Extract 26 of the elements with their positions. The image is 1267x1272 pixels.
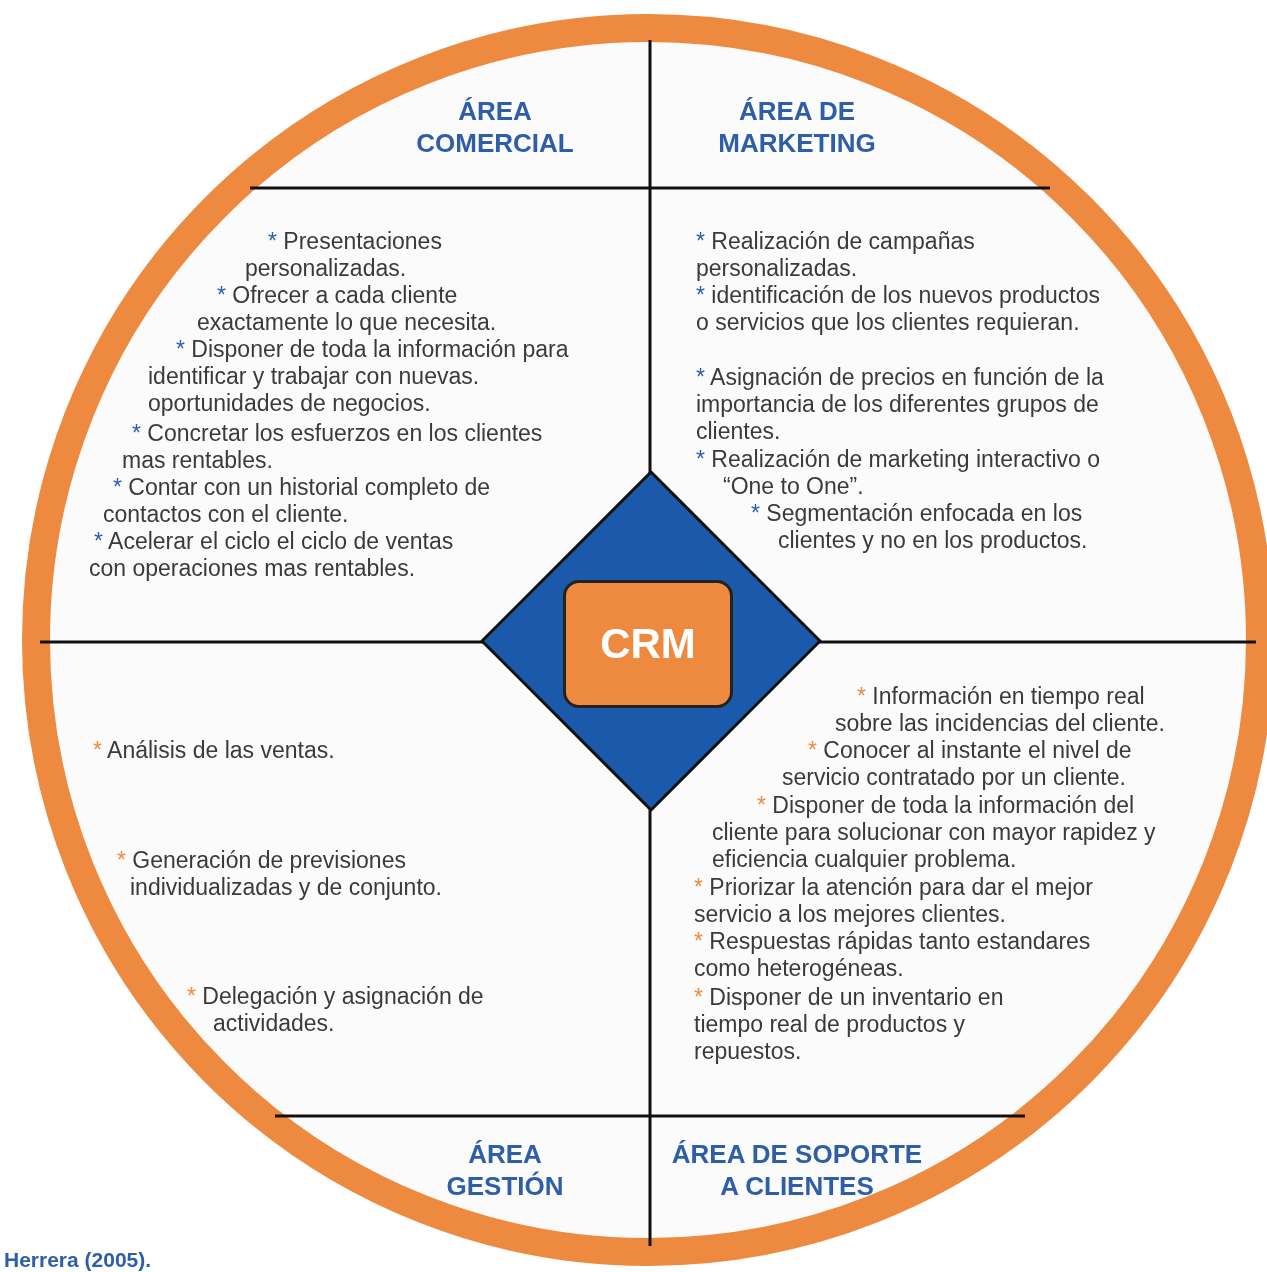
area-heading: ÁREA COMERCIAL: [415, 95, 575, 159]
bullet-text: * Realización de campañas personalizadas.: [696, 228, 976, 282]
bullet-text: * Respuestas rápidas tanto estandares como heterogéneas.: [694, 928, 1092, 982]
bullet-text: * Delegación y asignación de actividades.: [187, 983, 485, 1037]
bullet-text: * Acelerar el ciclo el ciclo de ventas con operaciones mas rentables.: [89, 528, 455, 582]
bullet-text: * Disponer de toda la información para identificar y trabajar con nuevas. oportunidades de negocios.: [148, 336, 570, 417]
bullet-text: * Segmentación enfocada en los clientes y no en los productos.: [751, 500, 1089, 554]
bullet-text: * Concretar los esfuerzos en los clientes mas rentables.: [122, 420, 544, 474]
bullet-text: * Asignación de precios en función de la importancia de los diferentes grupos de clientes.: [696, 364, 1105, 445]
bullet-text: * Disponer de un inventario en tiempo real de productos y repuestos.: [694, 984, 1005, 1065]
area-heading: ÁREA DE MARKETING: [717, 95, 877, 159]
bullet-text: * Priorizar la atención para dar el mejor servicio a los mejores clientes.: [694, 874, 1094, 928]
bullet-text: * Disponer de toda la información del cliente para solucionar con mayor rapidez y eficiencia cualquier problema.: [712, 792, 1157, 873]
caption: Herrera (2005).: [4, 1248, 152, 1272]
area-heading: ÁREA DE SOPORTE A CLIENTES: [670, 1138, 924, 1202]
bullet-text: * identificación de los nuevos productos o servicios que los clientes requieran.: [696, 282, 1102, 336]
bullet-text: * Realización de marketing interactivo o “One to One”.: [696, 446, 1101, 500]
bullet-text: * Generación de previsiones individualizadas y de conjunto.: [117, 847, 443, 901]
bullet-text: * Contar con un historial completo de contactos con el cliente.: [103, 474, 492, 528]
bullet-text: * Información en tiempo real sobre las incidencias del cliente.: [835, 683, 1166, 737]
area-heading: ÁREA GESTIÓN: [445, 1138, 565, 1202]
bullet-text: * Ofrecer a cada cliente exactamente lo que necesita.: [197, 282, 498, 336]
bullet-text: * Presentaciones personalizadas.: [245, 228, 443, 282]
bullet-text: * Conocer al instante el nivel de servicio contratado por un cliente.: [782, 737, 1133, 791]
crm-box: CRM: [563, 580, 733, 708]
bullet-text: * Análisis de las ventas.: [93, 737, 336, 764]
